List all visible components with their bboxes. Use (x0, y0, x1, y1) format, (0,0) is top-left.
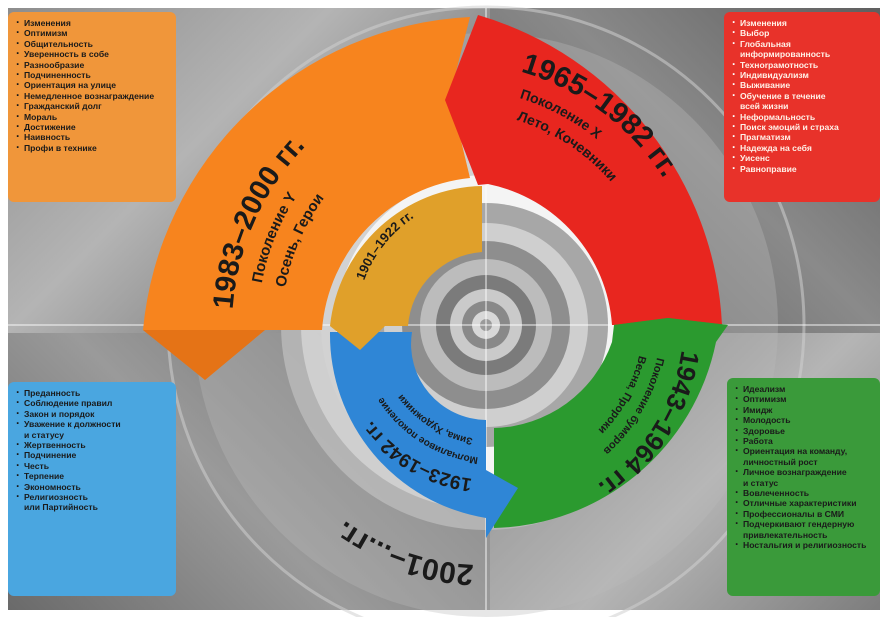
red-arrow (445, 15, 722, 325)
trait-item: Уверенность в собе (16, 48, 170, 59)
trait-item: Терпение (16, 470, 170, 481)
trait-item: Выбор (732, 27, 874, 38)
trait-item: Честь (16, 460, 170, 471)
trait-item: Обучение в течение всей жизни (732, 90, 874, 112)
traits-list: ПреданностьСоблюдение правилЗакон и поря… (16, 387, 170, 513)
trait-item: Выживание (732, 79, 874, 90)
trait-item: Здоровье (735, 425, 874, 436)
trait-item: Профи в технике (16, 142, 170, 153)
trait-item: Прагматизм (732, 131, 874, 142)
trait-item: Отличные характеристики (735, 497, 874, 508)
trait-item: Достижение (16, 121, 170, 132)
trait-item: Ностальгия и религиозность (735, 539, 874, 550)
trait-item: Мораль (16, 111, 170, 122)
trait-item: Работа (735, 435, 874, 446)
trait-item: Подчинение (16, 449, 170, 460)
traits-box-boomers: ИдеализмОптимизмИмиджМолодостьЗдоровьеРа… (727, 378, 880, 596)
traits-box-silent-generation: ПреданностьСоблюдение правилЗакон и поря… (8, 382, 176, 596)
trait-item: Профессионалы в СМИ (735, 508, 874, 519)
trait-item: Наивность (16, 131, 170, 142)
inner-gold-arrow (330, 186, 482, 350)
trait-item: Религиозность или Партийность (16, 491, 170, 513)
traits-list: ИзмененияВыборГлобальная информированнос… (732, 17, 874, 174)
trait-item: Надежда на себя (732, 142, 874, 153)
trait-item: Преданность (16, 387, 170, 398)
trait-item: Жертвенность (16, 439, 170, 450)
trait-item: Молодость (735, 414, 874, 425)
trait-item: Идеализм (735, 383, 874, 394)
trait-item: Соблюдение правил (16, 397, 170, 408)
trait-item: Закон и порядок (16, 408, 170, 419)
trait-item: Изменения (732, 17, 874, 28)
trait-item: Оптимизм (16, 27, 170, 38)
trait-item: Уисенс (732, 152, 874, 163)
trait-item: Общительность (16, 38, 170, 49)
trait-item: Ориентация на команду, личностный рост (735, 445, 874, 467)
trait-item: Индивидуализм (732, 69, 874, 80)
trait-item: Уважение к должности и статусу (16, 418, 170, 440)
trait-item: Подчеркивают гендерную привлекательность (735, 518, 874, 540)
traits-box-generation-x: ИзмененияВыборГлобальная информированнос… (724, 12, 880, 202)
trait-item: Экономность (16, 481, 170, 492)
trait-item: Поиск эмоций и страха (732, 121, 874, 132)
orange-arrow (143, 17, 470, 380)
traits-box-generation-y: ИзмененияОптимизмОбщительностьУверенност… (8, 12, 176, 202)
trait-item: Немедленное вознаграждение (16, 90, 170, 101)
trait-item: Оптимизм (735, 393, 874, 404)
blue-arrow (329, 332, 518, 538)
trait-item: Неформальность (732, 111, 874, 122)
trait-item: Изменения (16, 17, 170, 28)
trait-item: Вовлеченность (735, 487, 874, 498)
trait-item: Техноrрамотность (732, 59, 874, 70)
traits-list: ИзмененияОптимизмОбщительностьУверенност… (16, 17, 170, 153)
green-arrow (494, 318, 728, 528)
trait-item: Разнообразие (16, 59, 170, 70)
trait-item: Глобальная информированность (732, 38, 874, 60)
trait-item: Подчиненность (16, 69, 170, 80)
trait-item: Равноправие (732, 163, 874, 174)
trait-item: Личное вознаграждение и статус (735, 466, 874, 488)
trait-item: Имидж (735, 404, 874, 415)
trait-item: Гражданский долг (16, 100, 170, 111)
trait-item: Ориентация на улице (16, 79, 170, 90)
traits-list: ИдеализмОптимизмИмиджМолодостьЗдоровьеРа… (735, 383, 874, 551)
